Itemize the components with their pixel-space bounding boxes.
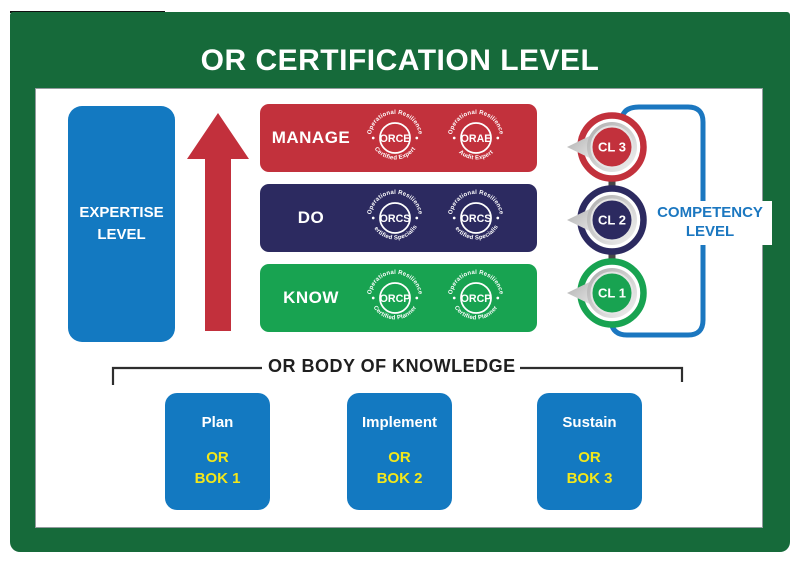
svg-text:ORAE: ORAE	[461, 133, 492, 145]
bok-heading: OR BODY OF KNOWLEDGE	[268, 356, 516, 377]
svg-text:ORCE: ORCE	[380, 133, 411, 145]
row-know-label: KNOW	[283, 288, 339, 307]
badge-orce: ORCE Operational Resilience Certified Ex…	[367, 110, 423, 162]
bok-plan-title: Plan	[201, 414, 234, 431]
pin-cl3: CL 3	[567, 112, 647, 182]
svg-text:ORCP: ORCP	[461, 293, 492, 305]
svg-text:CL 3: CL 3	[598, 140, 626, 155]
badge-orcs-1: ORCS Operational Resilience Certified Sp…	[364, 187, 423, 242]
bok-bracket	[111, 366, 684, 385]
competency-line2: LEVEL	[685, 222, 735, 240]
expertise-line1: EXPERTISE	[79, 204, 164, 222]
competency-line1: COMPETENCY	[657, 204, 763, 221]
svg-text:CL 1: CL 1	[598, 286, 626, 301]
competency-level-cluster: CL 3 CL 2 CL 1	[567, 104, 706, 338]
pin-cl2: CL 2	[567, 185, 647, 255]
badge-orae: ORAE Operational Resilience Audit Expert	[448, 110, 504, 162]
row-do-label: DO	[297, 208, 325, 227]
svg-text:ORCS: ORCS	[380, 213, 411, 225]
pin-cl1: CL 1	[567, 258, 647, 328]
row-do: DO ORCS Operational Resilience Certified…	[260, 184, 537, 252]
bok-sustain-title: Sustain	[562, 414, 617, 431]
page-title: OR CERTIFICATION LEVEL	[200, 44, 600, 77]
badge-orcp-1: ORCP Operational Resilience Certified Pl…	[367, 270, 423, 322]
up-arrow-icon	[187, 113, 249, 331]
svg-text:Audit Expert: Audit Expert	[457, 149, 494, 161]
badge-orcp-2: ORCP Operational Resilience Certified Pl…	[448, 270, 504, 322]
svg-text:ORCS: ORCS	[461, 213, 492, 225]
svg-text:ORCP: ORCP	[380, 293, 411, 305]
competency-level-label: COMPETENCY LEVEL	[648, 201, 772, 245]
row-manage-label: MANAGE	[271, 128, 351, 147]
badge-orcs-2: ORCS Operational Resilience Certified Sp…	[445, 187, 504, 242]
bok-implement-title: Implement	[361, 414, 437, 431]
svg-text:CL 2: CL 2	[598, 213, 626, 228]
expertise-level-box: EXPERTISE LEVEL	[68, 106, 175, 342]
expertise-line2: LEVEL	[97, 226, 146, 243]
row-know: KNOW ORCP Operational Resilience Certifi…	[260, 264, 537, 332]
svg-text:Certified Expert: Certified Expert	[373, 146, 417, 161]
row-manage: MANAGE ORCE Operational Resilience Certi…	[260, 104, 537, 172]
